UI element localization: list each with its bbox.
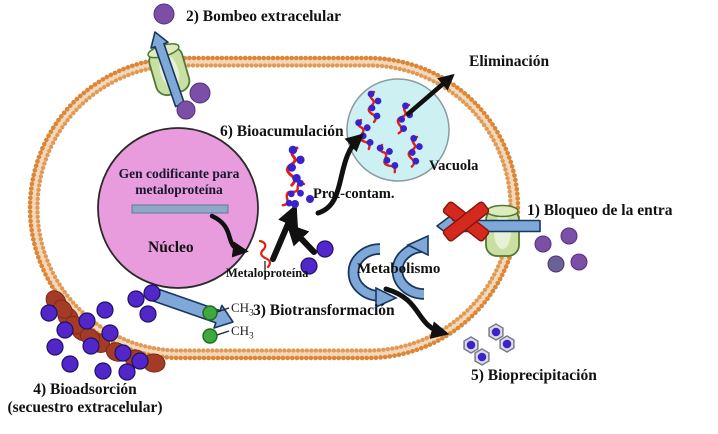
label-bioacumulacion: 6) Bioacumulación bbox=[220, 123, 344, 140]
label-metabolismo: Metabolismo bbox=[357, 261, 441, 277]
nucleus bbox=[97, 127, 259, 289]
label-bioprecipitacion: 5) Bioprecipitación bbox=[471, 367, 597, 384]
label-prot-contam: Prot-contam. bbox=[313, 186, 395, 202]
metabolism-cycle-arrows bbox=[347, 234, 429, 309]
label-gene-line1: Gen codificante para bbox=[118, 166, 240, 181]
gene-bar bbox=[131, 204, 229, 214]
black-arrows bbox=[209, 73, 455, 339]
arrow-to-protein-b bbox=[286, 223, 317, 255]
protein-contaminant-complex bbox=[277, 143, 314, 212]
arrow-elimination bbox=[405, 73, 455, 117]
arrow-metabolism-to-precipitate bbox=[383, 286, 450, 339]
label-bloqueo-entrada: 1) Bloqueo de la entra bbox=[527, 202, 673, 219]
label-bombeo-extracelular: 2) Bombeo extracelular bbox=[186, 8, 341, 25]
arrow-bioaccumulation-to-vacuole bbox=[315, 133, 365, 216]
label-vacuola: Vacuola bbox=[429, 158, 479, 174]
arrow-efflux-pump bbox=[150, 31, 186, 108]
block-x-icon bbox=[442, 201, 490, 242]
label-ch3-bottom: CH3 bbox=[231, 323, 254, 341]
arrow-biotransformation bbox=[147, 286, 234, 329]
label-bioadsorcion: 4) Bioadsorción (secuestro extracelular) bbox=[0, 381, 170, 417]
label-bioadsorcion-line2: (secuestro extracelular) bbox=[7, 398, 163, 416]
label-gene-line2: metaloproteína bbox=[135, 181, 223, 197]
precipitate-crystals bbox=[463, 323, 515, 366]
label-bioadsorcion-line1: 4) Bioadsorción bbox=[33, 381, 137, 398]
methyl-metal-ion bbox=[202, 305, 218, 321]
methyl-groups bbox=[202, 305, 230, 344]
metal-ions-purple bbox=[153, 3, 588, 273]
metaloprotein-molecule bbox=[258, 239, 272, 271]
label-nucleo: Núcleo bbox=[148, 239, 194, 256]
metal-ions-blue bbox=[40, 240, 334, 381]
label-metaloproteina: Metaloproteína bbox=[226, 266, 309, 280]
arrow-gene-to-metaloprotein bbox=[209, 213, 249, 258]
label-gene: Gen codificante para metaloproteína bbox=[106, 166, 252, 197]
arrow-to-protein-a bbox=[270, 204, 298, 262]
methyl-metal-ion bbox=[202, 328, 218, 344]
label-ch3-top: CH3 bbox=[231, 300, 254, 318]
vacuole bbox=[346, 78, 450, 182]
label-biotransformacion: 3) Biotransformación bbox=[253, 302, 395, 319]
label-eliminacion: Eliminación bbox=[469, 53, 550, 70]
